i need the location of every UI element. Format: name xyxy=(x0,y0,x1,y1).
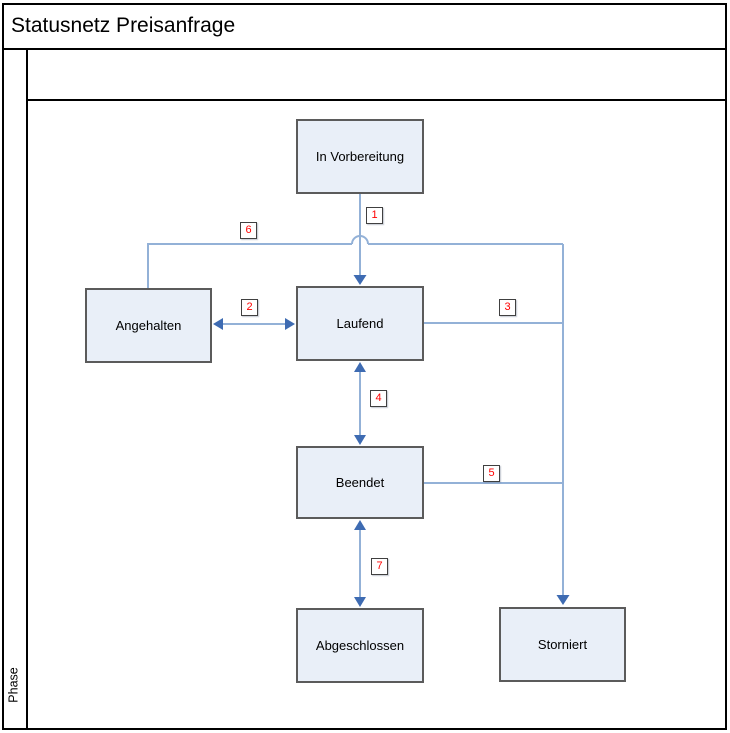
state-label: Abgeschlossen xyxy=(315,638,405,653)
state-label: Angehalten xyxy=(115,318,182,333)
state-storniert: Storniert xyxy=(499,607,626,682)
state-beendet: Beendet xyxy=(296,446,424,519)
state-angehalten: Angehalten xyxy=(85,288,212,363)
state-in-vorbereitung: In Vorbereitung xyxy=(296,119,424,194)
diagram-title: Statusnetz Preisanfrage xyxy=(2,3,727,50)
state-label: Laufend xyxy=(336,316,384,331)
phase-lane-label-text: Phase xyxy=(7,667,22,703)
phase-lane-label: Phase xyxy=(2,645,26,725)
state-label: In Vorbereitung xyxy=(315,149,405,164)
state-laufend: Laufend xyxy=(296,286,424,361)
state-label: Beendet xyxy=(335,475,385,490)
transition-label-5: 5 xyxy=(483,465,500,482)
transition-label-3: 3 xyxy=(499,299,516,316)
state-label: Storniert xyxy=(537,637,588,652)
transition-label-7: 7 xyxy=(371,558,388,575)
phase-lane-separator xyxy=(26,50,28,729)
header-band-line xyxy=(28,99,727,101)
outer-frame xyxy=(2,3,727,730)
transition-label-6: 6 xyxy=(240,222,257,239)
transition-label-2: 2 xyxy=(241,299,258,316)
transition-label-1: 1 xyxy=(366,207,383,224)
state-abgeschlossen: Abgeschlossen xyxy=(296,608,424,683)
transition-label-4: 4 xyxy=(370,390,387,407)
